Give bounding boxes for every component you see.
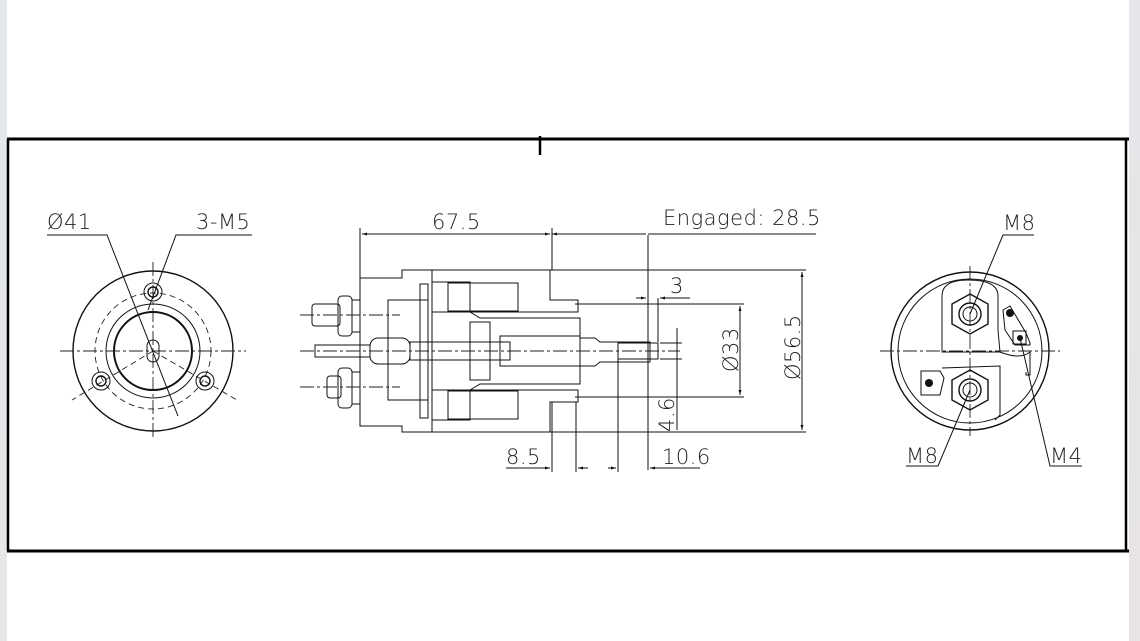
hex-nut-bottom — [951, 369, 989, 411]
terminal-bolt — [311, 295, 361, 337]
terminal-bolt — [326, 367, 361, 409]
engaged-dimension: Engaged: 28.5 — [663, 206, 821, 230]
hex-nut-top — [951, 293, 989, 335]
outer-diameter-label: Ø56.5 — [781, 314, 805, 380]
shaft-dimension: 10.6 — [662, 445, 711, 469]
front-view: Ø41 3-M5 — [47, 210, 252, 440]
pin-offset-label: 4.6 — [655, 397, 679, 432]
mounting-hole — [195, 371, 215, 391]
front-holes-label: 3-M5 — [196, 210, 250, 234]
mounting-hole — [91, 371, 111, 391]
front-diameter-label: Ø41 — [47, 210, 92, 234]
rear-bottom-terminal-label: M8 — [906, 444, 938, 468]
rear-top-terminal-label: M8 — [1003, 211, 1035, 235]
flange-dimension: 8.5 — [506, 445, 541, 469]
section-view: 67.5 Engaged: 28.5 3 Ø33 Ø56.5 4.6 8.5 1… — [300, 206, 821, 472]
rear-small-terminal-label: M4 — [1050, 444, 1082, 468]
viewer-scrollbar-track[interactable] — [1129, 0, 1140, 641]
length-dimension: 67.5 — [432, 210, 481, 234]
gap-dimension: 3 — [670, 274, 684, 298]
viewer-left-gutter — [0, 0, 7, 641]
drawing-frame — [6, 136, 1129, 553]
rear-view: M8 M8 M4 — [880, 211, 1082, 468]
inner-diameter-label: Ø33 — [719, 327, 743, 372]
